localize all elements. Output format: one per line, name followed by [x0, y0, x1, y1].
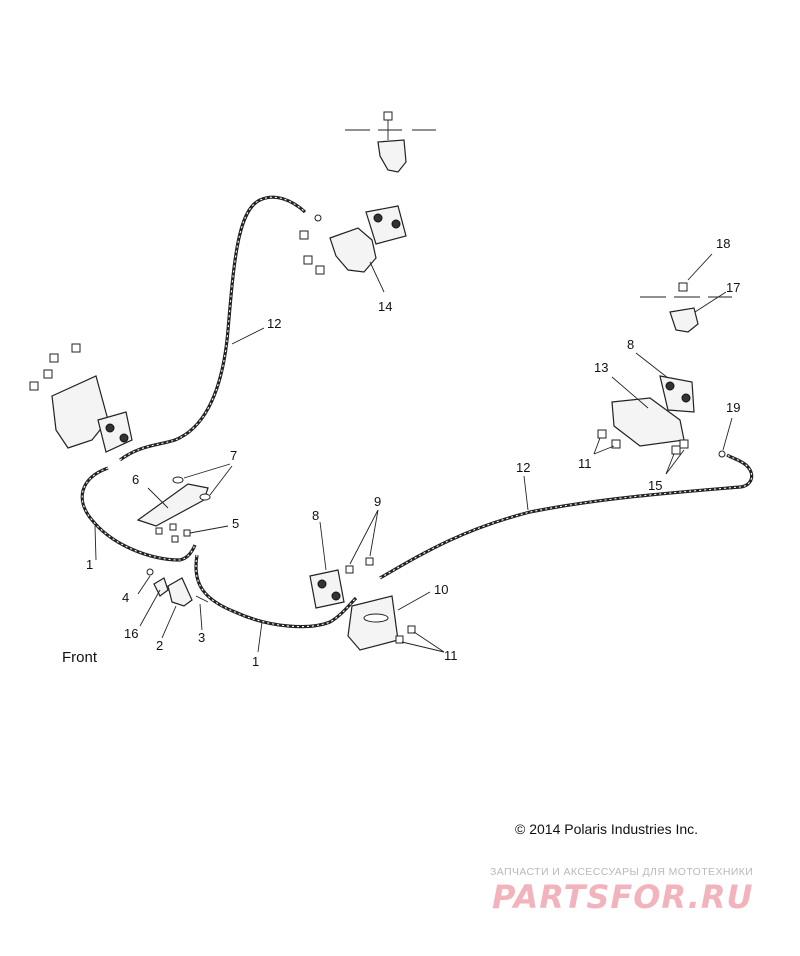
cable-12-upper — [119, 195, 307, 462]
callout-4: 4 — [122, 590, 129, 605]
bracket-17 — [640, 253, 732, 333]
mount-2 — [94, 525, 209, 639]
left-bracket — [29, 343, 133, 453]
bracket-14 — [299, 205, 407, 293]
latch-8-center — [309, 509, 379, 609]
callout-16: 16 — [124, 626, 138, 641]
callout-17: 17 — [726, 280, 740, 295]
watermark-subtitle: ЗАПЧАСТИ И АКСЕССУАРЫ ДЛЯ МОТОТЕХНИКИ — [490, 866, 754, 878]
front-label: Front — [62, 649, 98, 666]
leader-1-right — [257, 621, 263, 653]
callout-1-right: 1 — [252, 654, 259, 669]
callout-6: 6 — [132, 472, 139, 487]
cable-1-left — [80, 466, 197, 562]
callout-2: 2 — [156, 638, 163, 653]
callout-14: 14 — [378, 299, 392, 314]
callout-13: 13 — [594, 360, 608, 375]
top-mount-bracket — [345, 111, 436, 173]
cable-12-lower — [379, 453, 754, 580]
callout-18: 18 — [716, 236, 730, 251]
callout-8-center: 8 — [312, 508, 319, 523]
callout-1-left: 1 — [86, 557, 93, 572]
callout-9: 9 — [374, 494, 381, 509]
callout-8-right: 8 — [627, 337, 634, 352]
copyright-text: © 2014 Polaris Industries Inc. — [515, 821, 698, 837]
bracket-10 — [347, 591, 445, 653]
watermark-logo: PARTSFOR.RU — [492, 878, 754, 916]
callout-11-center: 11 — [444, 648, 458, 663]
leader-12-lower — [523, 475, 529, 511]
callout-3: 3 — [198, 630, 205, 645]
callout-7: 7 — [230, 448, 237, 463]
callout-12-upper: 12 — [267, 316, 281, 331]
bracket-13 — [593, 352, 733, 475]
callout-10: 10 — [434, 582, 448, 597]
callout-12-lower: 12 — [516, 460, 530, 475]
cable-1-right — [194, 554, 358, 629]
lever-6 — [136, 463, 233, 543]
callout-15: 15 — [648, 478, 662, 493]
callout-11-right: 11 — [578, 456, 592, 471]
leader-12-upper — [231, 327, 265, 345]
callout-5: 5 — [232, 516, 239, 531]
callout-19: 19 — [726, 400, 740, 415]
